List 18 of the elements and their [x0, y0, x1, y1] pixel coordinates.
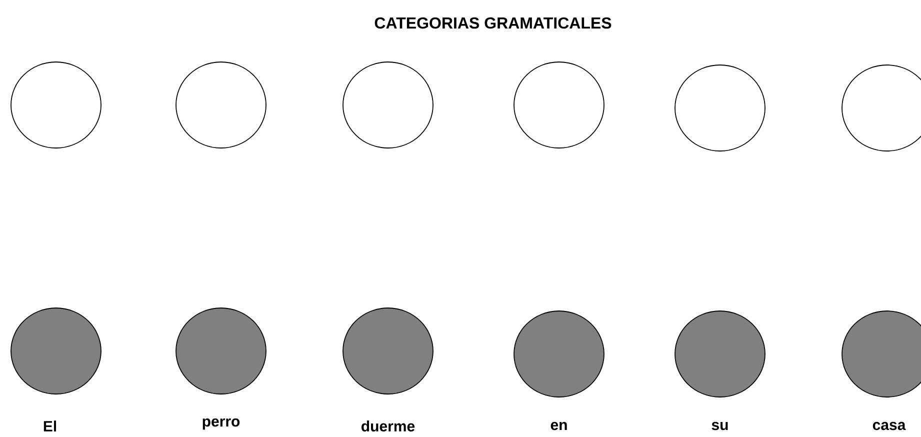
word-label: perro	[202, 418, 240, 430]
word-label: casa	[872, 422, 906, 430]
circle	[674, 310, 766, 398]
circle	[342, 62, 434, 148]
circle	[10, 62, 102, 148]
circle	[514, 62, 604, 148]
circle	[176, 62, 266, 148]
circle	[342, 308, 434, 394]
word-label: su	[712, 422, 728, 430]
circle	[10, 308, 102, 394]
title: CATEGORIAS GRAMATICALES	[374, 17, 612, 29]
circle	[176, 308, 266, 394]
word-label: duerme	[362, 420, 415, 432]
circle	[842, 310, 921, 398]
circle	[674, 64, 766, 152]
circle	[514, 310, 604, 398]
word-label: en	[550, 422, 567, 430]
word-label: El	[44, 420, 56, 432]
